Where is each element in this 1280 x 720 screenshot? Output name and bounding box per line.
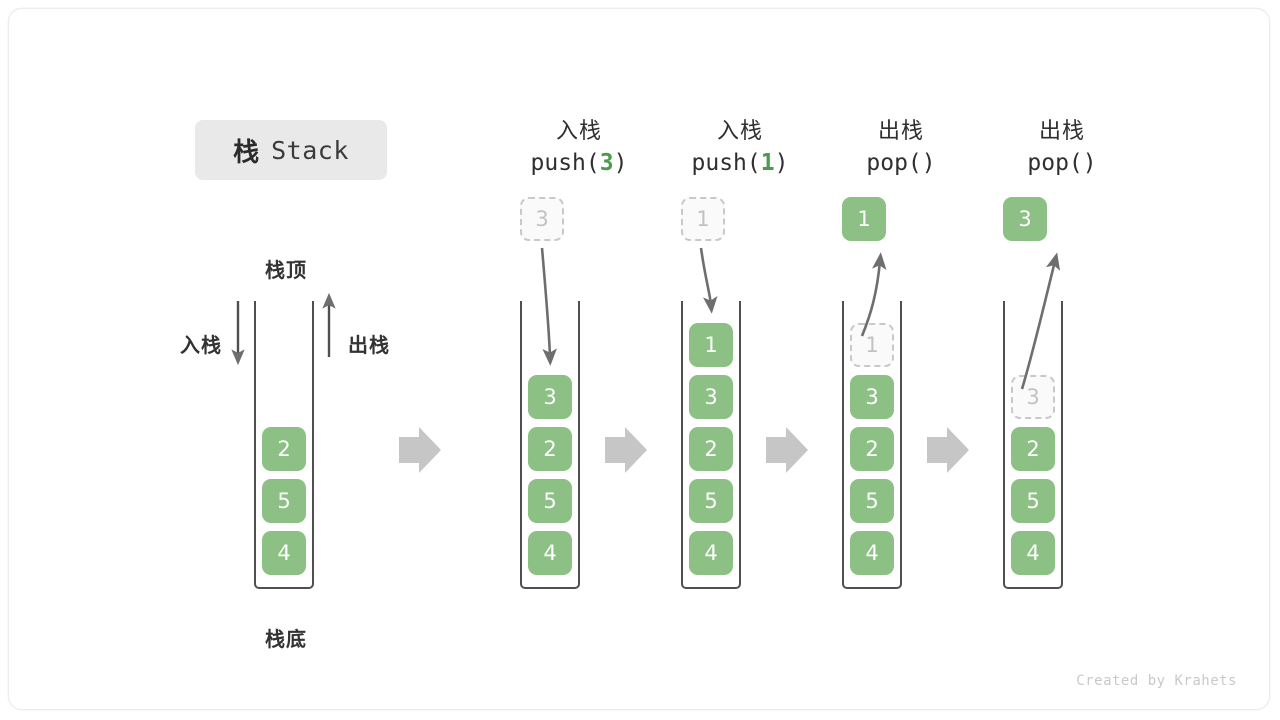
header-operation-cn: 出栈: [1038, 118, 1085, 143]
arrow-overlay: [231, 247, 1061, 473]
column-header-push-3: 入栈 push(3): [494, 116, 664, 180]
header-operation-cn: 入栈: [555, 118, 602, 143]
stack-cell: 2: [689, 427, 733, 471]
column-header-pop-1: 出栈 pop(): [816, 116, 986, 180]
header-op-text: push(: [691, 150, 761, 176]
stack-cell: 4: [528, 531, 572, 575]
stage-arrow: [927, 427, 969, 473]
label-pop-left: 出栈: [348, 335, 390, 357]
stack-cell: 3: [528, 375, 572, 419]
header-operation-cn: 出栈: [877, 118, 924, 143]
title-badge: 栈 Stack: [195, 120, 387, 180]
stack-cell: 3: [850, 375, 894, 419]
popped-value: 3: [1003, 197, 1047, 241]
push-1-arrow: [699, 247, 718, 314]
header-op-arg: 3: [599, 150, 614, 176]
incoming-value-ghost: 3: [520, 197, 564, 241]
stack-cell: 5: [1011, 479, 1055, 523]
header-operation-cn: 入栈: [716, 118, 763, 143]
column-header-pop-3: 出栈 pop(): [977, 116, 1147, 180]
stack-cell: 4: [1011, 531, 1055, 575]
removed-value-ghost: 3: [1011, 375, 1055, 419]
header-op-text: push(: [530, 150, 600, 176]
header-operation-code: push(1): [655, 146, 825, 180]
title-chinese: 栈: [233, 136, 261, 167]
stage-arrow: [399, 427, 441, 473]
stack-cell: 4: [262, 531, 306, 575]
header-operation-code: pop(): [816, 146, 986, 180]
stack-frame-push-1: [681, 301, 741, 589]
header-op-text: pop(: [866, 150, 922, 176]
stack-cell: 3: [689, 375, 733, 419]
stack-cell: 5: [262, 479, 306, 523]
label-push-left: 入栈: [180, 335, 222, 357]
incoming-value-ghost: 1: [681, 197, 725, 241]
header-op-close: ): [774, 150, 789, 176]
header-op-text: pop(: [1027, 150, 1083, 176]
stack-cell: 4: [689, 531, 733, 575]
stage-arrow: [766, 427, 808, 473]
stack-cell: 5: [689, 479, 733, 523]
header-op-close: ): [1082, 150, 1097, 176]
removed-value-ghost: 1: [850, 323, 894, 367]
stack-cell: 2: [1011, 427, 1055, 471]
stack-cell: 2: [528, 427, 572, 471]
stack-cell: 2: [262, 427, 306, 471]
stack-cell: 5: [528, 479, 572, 523]
stack-frame-pop-3: [1003, 301, 1063, 589]
title-english: Stack: [271, 135, 349, 165]
header-op-arg: 1: [760, 150, 775, 176]
stage-arrow: [605, 427, 647, 473]
stack-cell: 4: [850, 531, 894, 575]
credit-text: Created by Krahets: [1076, 673, 1237, 689]
label-stack-top: 栈顶: [265, 260, 307, 282]
column-header-push-1: 入栈 push(1): [655, 116, 825, 180]
popped-value: 1: [842, 197, 886, 241]
header-op-close: ): [613, 150, 628, 176]
stack-cell: 1: [689, 323, 733, 367]
header-op-close: ): [921, 150, 936, 176]
stack-frame-pop-1: [842, 301, 902, 589]
header-operation-code: push(3): [494, 146, 664, 180]
label-stack-bottom: 栈底: [265, 629, 307, 651]
stack-cell: 5: [850, 479, 894, 523]
stack-cell: 2: [850, 427, 894, 471]
stack-frame-initial: [254, 301, 314, 589]
stack-frame-push-3: [520, 301, 580, 589]
header-operation-code: pop(): [977, 146, 1147, 180]
diagram-card: 栈 Stack 栈顶 栈底 入栈 出栈 入栈 push(3) 入栈 push(1…: [8, 8, 1270, 710]
